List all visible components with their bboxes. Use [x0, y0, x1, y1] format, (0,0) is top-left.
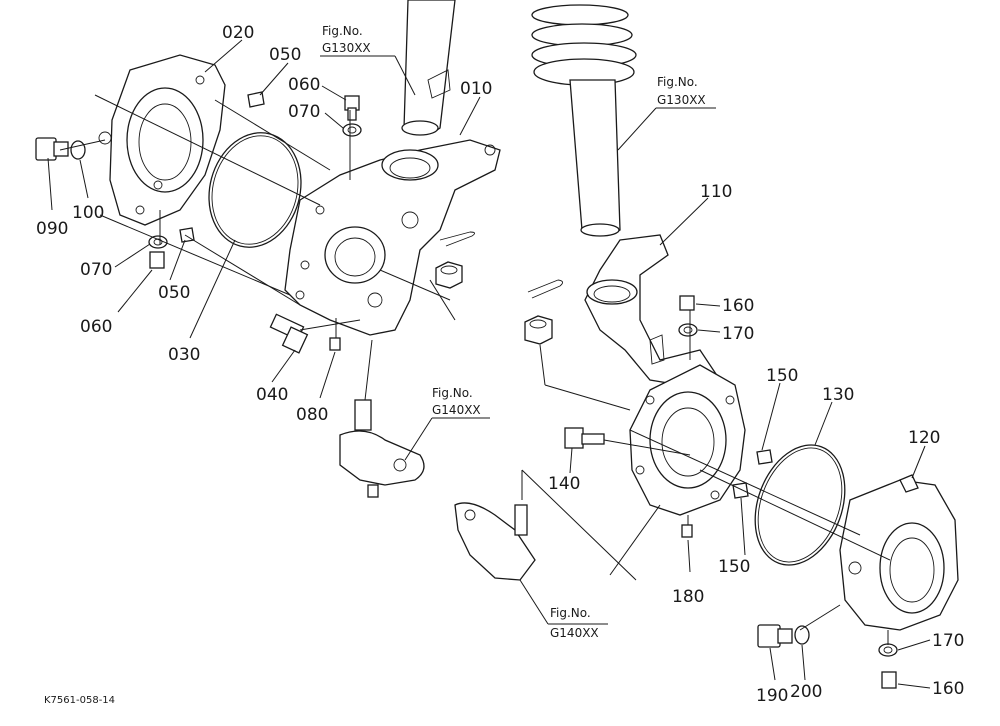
right-bolt-190	[757, 624, 793, 648]
right-washer-170-bottom	[878, 643, 898, 657]
label-160-bottom: 160	[932, 679, 964, 699]
fig-code-right-strut: G130XX	[657, 93, 706, 107]
label-030: 030	[168, 345, 200, 365]
left-leader-lines	[47, 39, 490, 461]
fig-label-right-strut: Fig.No.	[657, 75, 698, 89]
left-guide-lines	[59, 94, 456, 401]
right-bolt-160-bottom	[881, 671, 897, 689]
fig-label-left-balljoint: Fig.No.	[432, 386, 473, 400]
label-070-top: 070	[288, 102, 320, 122]
label-020: 020	[222, 23, 254, 43]
label-120: 120	[908, 428, 940, 448]
label-150-top: 150	[766, 366, 798, 386]
label-190: 190	[756, 686, 788, 706]
right-pin-150-bottom	[732, 482, 749, 499]
left-washer-070-top	[342, 123, 362, 137]
right-washer-200	[794, 625, 810, 645]
label-050-top: 050	[269, 45, 301, 65]
right-ball-joint	[454, 502, 536, 581]
label-070-bottom: 070	[80, 260, 112, 280]
right-pin-150-top	[756, 449, 773, 465]
label-170-bottom: 170	[932, 631, 964, 651]
label-090: 090	[36, 219, 68, 239]
left-nipple-080	[329, 337, 341, 351]
right-nipple-180	[681, 524, 693, 538]
left-bolt-060-bottom	[149, 251, 165, 269]
left-washer-070-bottom	[148, 235, 168, 249]
label-100: 100	[72, 203, 104, 223]
left-cotter-pin	[439, 231, 475, 247]
label-050-bottom: 050	[158, 283, 190, 303]
label-060-bottom: 060	[80, 317, 112, 337]
left-pin-050-bottom	[179, 227, 195, 243]
label-180: 180	[672, 587, 704, 607]
right-assembly: 110 160 170 150 130 120 140 150 180 170 …	[454, 4, 964, 706]
label-110: 110	[700, 182, 732, 202]
right-flange-housing	[629, 364, 746, 516]
label-140: 140	[548, 474, 580, 494]
label-010: 010	[460, 79, 492, 99]
label-060-top: 060	[288, 75, 320, 95]
label-150-bottom: 150	[718, 557, 750, 577]
fig-label-right-balljoint: Fig.No.	[550, 606, 591, 620]
label-160-top: 160	[722, 296, 754, 316]
right-guide-lines	[521, 310, 891, 645]
label-130: 130	[822, 385, 854, 405]
right-cotter-pin	[527, 279, 563, 299]
left-hub-housing-020	[98, 54, 226, 226]
left-castle-nut	[435, 261, 463, 289]
drawing-code: K7561-058-14	[44, 695, 115, 706]
label-040: 040	[256, 385, 288, 405]
right-washer-170-top	[678, 323, 698, 337]
left-bolt-040	[269, 313, 309, 354]
left-ball-joint	[339, 399, 425, 498]
right-o-ring-130	[754, 444, 846, 566]
fig-code-left-balljoint: G140XX	[432, 403, 481, 417]
left-strut-tube	[401, 0, 456, 136]
label-080: 080	[296, 405, 328, 425]
left-assembly: 020 050 060 070 010 090 100 070 050 060 …	[35, 0, 501, 498]
fig-code-right-balljoint: G140XX	[550, 626, 599, 640]
label-200: 200	[790, 682, 822, 702]
right-bolt-140	[564, 427, 605, 449]
right-strut-spring	[531, 4, 637, 237]
right-bolt-160-top	[679, 295, 695, 311]
right-castle-nut	[524, 315, 553, 345]
left-washer-100	[70, 140, 86, 160]
fig-label-left-strut: Fig.No.	[322, 24, 363, 38]
left-bolt-090	[35, 137, 69, 161]
left-knuckle-010	[284, 139, 501, 336]
right-hub-housing-120	[839, 474, 959, 631]
right-leader-lines	[519, 107, 931, 689]
left-bolt-060-top	[344, 95, 360, 121]
label-170-top: 170	[722, 324, 754, 344]
left-pin-050-top	[247, 91, 265, 108]
fig-code-left-strut: G130XX	[322, 41, 371, 55]
